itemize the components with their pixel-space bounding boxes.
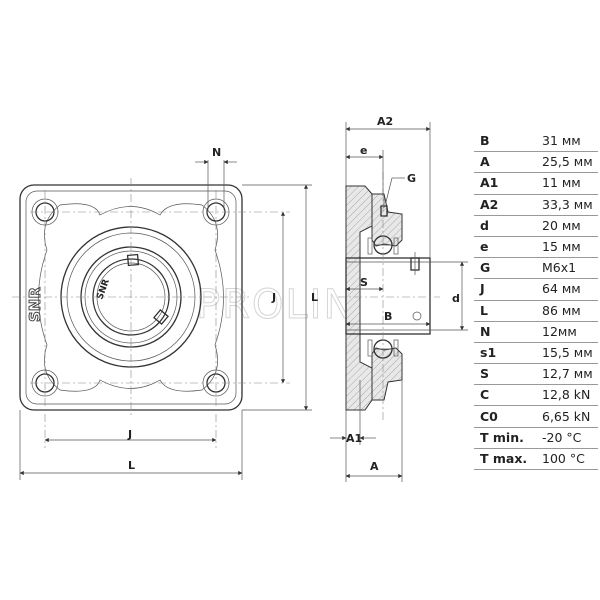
- spec-value: 100 °C: [542, 448, 598, 471]
- spec-key: B: [474, 131, 542, 153]
- dim-e-label: e: [360, 144, 367, 157]
- dim-j-vertical-label: J: [271, 291, 276, 304]
- dim-n-label: N: [212, 146, 221, 159]
- spec-value: 33,3 мм: [542, 194, 598, 216]
- spec-key: d: [474, 215, 542, 237]
- inner-ring-brand: SNR: [95, 278, 112, 301]
- dim-b-label: B: [384, 310, 392, 323]
- spec-key: T min.: [474, 427, 542, 449]
- front-view: SNR SNR N J L J L: [12, 146, 318, 480]
- spec-key: C0: [474, 405, 542, 428]
- spec-key: A: [474, 151, 542, 174]
- spec-value: 15,5 мм: [542, 342, 598, 365]
- spec-row: T min.-20 °C: [474, 427, 598, 449]
- brand-logo: SNR: [26, 287, 44, 322]
- spec-key: L: [474, 300, 542, 322]
- dim-l-horizontal-label: L: [128, 459, 135, 472]
- spec-key: s1: [474, 342, 542, 365]
- spec-key: S: [474, 363, 542, 386]
- dim-d-label: d: [452, 292, 460, 305]
- spec-value: -20 °C: [542, 427, 598, 449]
- spec-key: T max.: [474, 448, 542, 471]
- spec-key: J: [474, 278, 542, 301]
- spec-row: T max.100 °C: [474, 448, 598, 471]
- spec-key: A2: [474, 194, 542, 216]
- spec-key: G: [474, 257, 542, 280]
- spec-value: 25,5 мм: [542, 151, 598, 174]
- spec-value: 11 мм: [542, 172, 598, 195]
- spec-key: A1: [474, 172, 542, 195]
- spec-key: N: [474, 321, 542, 343]
- spec-value: 12,7 мм: [542, 363, 598, 386]
- dim-s-label: S: [360, 276, 368, 289]
- side-view: A2 e G S B d A1 A: [330, 115, 468, 482]
- dim-j-horizontal-label: J: [127, 428, 132, 441]
- dim-a-label: A: [370, 460, 379, 473]
- spec-value: 12,8 kN: [542, 384, 598, 407]
- spec-value: 31 мм: [542, 131, 598, 153]
- spec-value: 15 мм: [542, 236, 598, 259]
- dim-a2-label: A2: [377, 115, 393, 128]
- spec-value: M6x1: [542, 257, 598, 280]
- spec-key: C: [474, 384, 542, 407]
- spec-value: 86 мм: [542, 300, 598, 322]
- dim-g-label: G: [407, 172, 416, 185]
- dim-l-vertical-label: L: [311, 291, 318, 304]
- spec-value: 12мм: [542, 321, 598, 343]
- spec-value: 64 мм: [542, 278, 598, 301]
- watermark: PROLIN: [196, 282, 355, 328]
- spec-value: 20 мм: [542, 215, 598, 237]
- spec-key: e: [474, 236, 542, 259]
- spec-value: 6,65 kN: [542, 405, 598, 428]
- dim-a1-label: A1: [346, 432, 362, 445]
